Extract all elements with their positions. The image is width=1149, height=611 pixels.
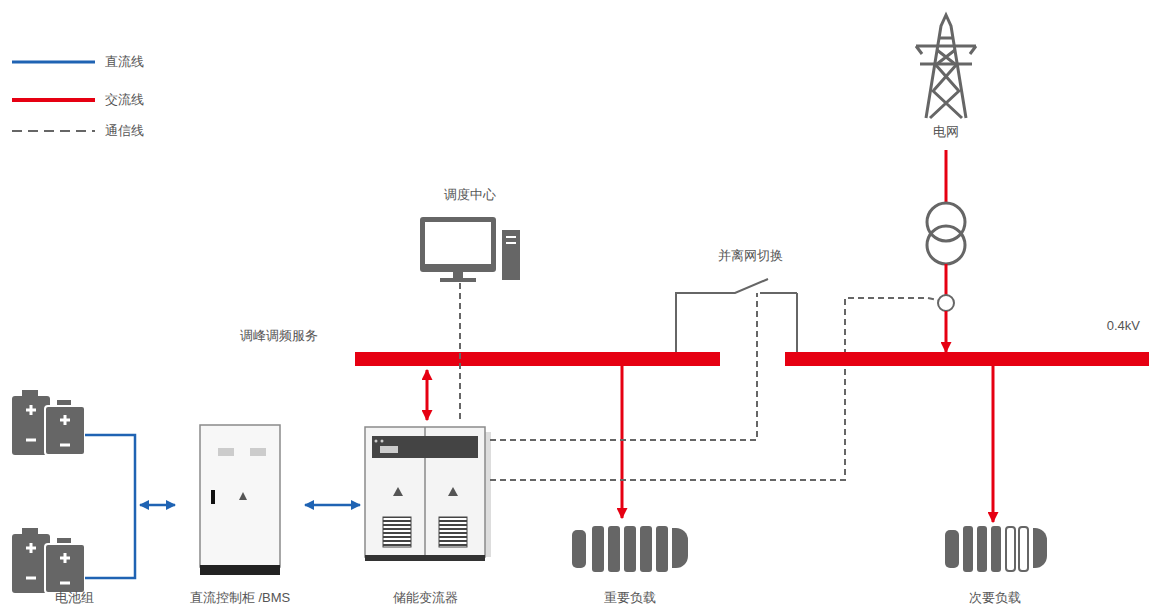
grid-switch: 并离网切换 — [700, 248, 800, 293]
ac-line-sample — [12, 98, 95, 102]
switch-symbol — [676, 279, 797, 352]
dc-wire — [85, 435, 135, 578]
node-label: 调度中心 — [415, 187, 525, 203]
comm-connector — [459, 283, 461, 422]
transformer-symbol — [927, 203, 965, 264]
computer-icon — [420, 217, 520, 282]
node-label: 并离网切换 — [700, 248, 800, 264]
grid-feed — [945, 150, 948, 203]
comm-line-sample — [12, 130, 95, 132]
ac-connector — [945, 311, 948, 352]
dc-cabinet: 直流控制柜 /BMS — [175, 422, 305, 610]
legend-label: 直流线 — [105, 54, 144, 70]
node-label: 0.4kV — [785, 318, 1149, 334]
service-label: 调峰调频服务 — [240, 328, 318, 344]
power-grid: 电网 — [928, 12, 964, 311]
node-label: 电池组 — [8, 590, 140, 606]
dc-connector — [305, 504, 360, 507]
node-label: 重要负载 — [565, 590, 695, 606]
comm-wire — [928, 298, 938, 300]
legend-samples — [12, 62, 95, 131]
energy-converter: 储能变流器 — [360, 422, 490, 610]
battery-group: 电池组 — [8, 385, 140, 610]
dc-line-sample — [12, 61, 95, 64]
battery-icons — [12, 390, 85, 593]
legend-label: 交流线 — [105, 92, 144, 108]
node-label: 电网 — [928, 124, 964, 140]
secondary-load-icon — [945, 526, 1047, 572]
secondary-load: 次要负载 — [930, 522, 1060, 610]
ac-link — [426, 370, 429, 420]
tower-icon — [916, 15, 976, 118]
node-label: 直流控制柜 /BMS — [175, 590, 305, 606]
ac-feed — [621, 366, 624, 518]
node-label: 储能变流器 — [360, 590, 490, 606]
comm-connector — [490, 293, 757, 440]
legend-label: 通信线 — [105, 123, 144, 139]
ac-bus: 0.4kV — [785, 352, 1149, 366]
ac-connector — [992, 366, 995, 522]
important-load: 重要负载 — [565, 522, 695, 610]
meter-symbol — [938, 295, 954, 311]
cabinet-icon — [200, 425, 280, 575]
important-load-icon — [572, 526, 688, 572]
dc-connector — [140, 504, 175, 507]
ac-bus — [355, 352, 720, 366]
switch-wire — [796, 293, 798, 352]
comm-connector — [490, 298, 928, 480]
pcs-icon — [365, 427, 491, 561]
node-label: 次要负载 — [930, 590, 1060, 606]
dispatch-center: 调度中心 — [415, 187, 525, 283]
